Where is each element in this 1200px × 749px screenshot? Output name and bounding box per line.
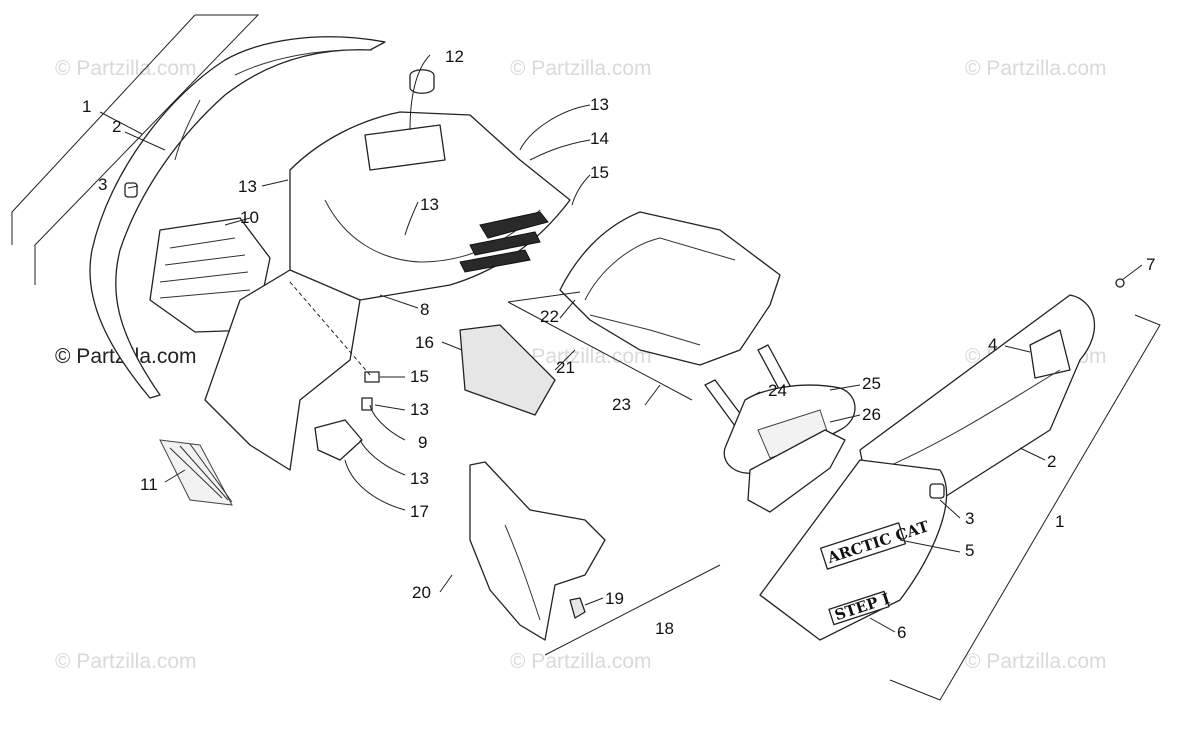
callout-label: 15 — [410, 367, 429, 386]
callout-label: 8 — [420, 300, 429, 319]
callout-label: 15 — [590, 163, 609, 182]
callout-label: 19 — [605, 589, 624, 608]
callout-label: 24 — [768, 381, 787, 400]
small-brackets — [289, 281, 380, 461]
callout-label: 6 — [897, 623, 906, 642]
plate-21 — [507, 291, 693, 401]
callout-label: 2 — [1047, 452, 1056, 471]
watermark: © Partzilla.com — [510, 57, 652, 80]
callout-label: 12 — [445, 47, 464, 66]
watermark: © Partzilla.com — [55, 57, 197, 80]
callout-label: 14 — [590, 129, 609, 148]
bracket-right — [759, 314, 1161, 701]
watermark-layer: © Partzilla.com © Partzilla.com © Partzi… — [55, 57, 1107, 673]
front-nose — [159, 269, 361, 506]
callout-labels: 1 2 3 10 12 13 13 14 15 13 8 16 21 22 15… — [82, 47, 1155, 642]
inner-panel — [469, 461, 606, 641]
callout-label: 5 — [965, 541, 974, 560]
callout-label: 13 — [238, 177, 257, 196]
callout-label: 17 — [410, 502, 429, 521]
callout-label: 13 — [410, 400, 429, 419]
callout-label: 2 — [112, 117, 121, 136]
callout-label: 1 — [82, 97, 91, 116]
storage-tray — [559, 211, 781, 366]
bracket-left — [11, 14, 260, 285]
callout-label: 13 — [410, 469, 429, 488]
seat-pad — [723, 384, 856, 513]
callout-label: 11 — [140, 475, 158, 494]
watermark: © Partzilla.com — [965, 650, 1107, 673]
watermark: © Partzilla.com — [965, 57, 1107, 80]
leader-lines — [99, 54, 1143, 633]
callout-label: 16 — [415, 333, 434, 352]
callout-label: 1 — [1055, 512, 1064, 531]
callout-label: 3 — [98, 175, 107, 194]
callout-label: 10 — [240, 208, 259, 227]
callout-label: 4 — [988, 335, 997, 354]
callout-label: 25 — [862, 374, 881, 393]
callout-label: 26 — [862, 405, 881, 424]
bracket-18 — [544, 564, 721, 656]
windshield — [459, 324, 556, 416]
callout-label: 13 — [420, 195, 439, 214]
right-side-panel — [859, 294, 1096, 501]
callout-label: 20 — [412, 583, 431, 602]
watermark: © Partzilla.com — [510, 345, 652, 368]
hood — [289, 69, 571, 301]
callout-label: 18 — [655, 619, 674, 638]
callout-label: 13 — [590, 95, 609, 114]
watermark: © Partzilla.com — [55, 650, 197, 673]
callout-label: 23 — [612, 395, 631, 414]
watermark: © Partzilla.com — [510, 650, 652, 673]
callout-label: 21 — [556, 358, 575, 377]
callout-label: 7 — [1146, 255, 1155, 274]
callout-label: 22 — [540, 307, 559, 326]
callout-label: 9 — [418, 433, 427, 452]
callout-label: 3 — [965, 509, 974, 528]
